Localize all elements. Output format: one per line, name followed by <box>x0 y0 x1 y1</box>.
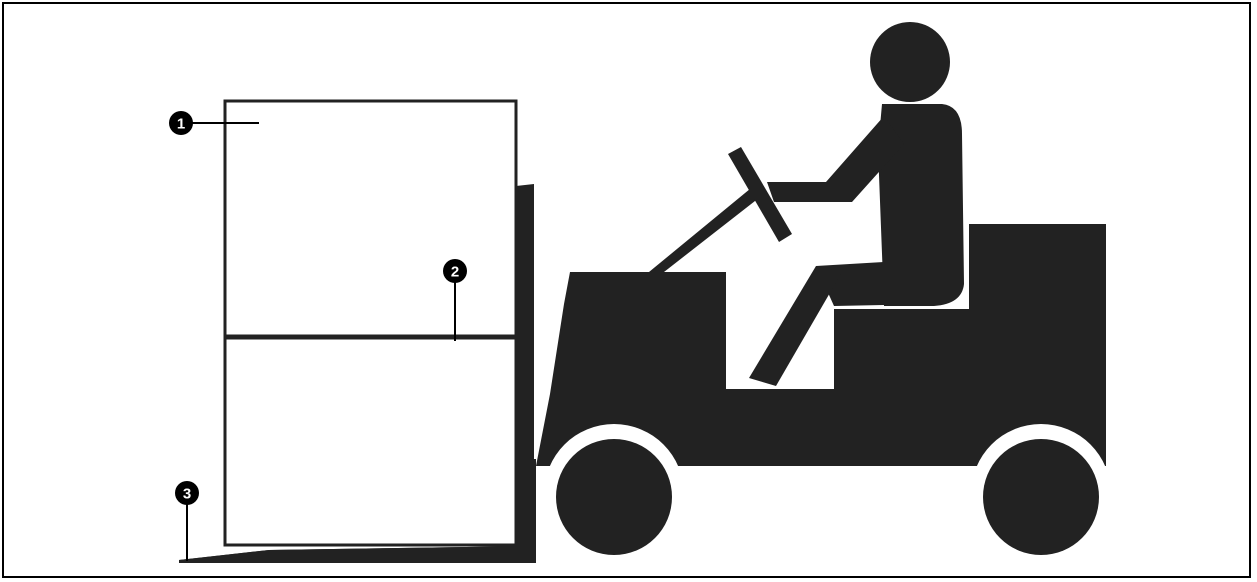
callout-3-label: 3 <box>183 486 191 503</box>
driver-head <box>870 22 950 102</box>
driver-leg <box>749 266 842 386</box>
forklift-forks-front <box>179 546 534 563</box>
rear-wheel <box>983 439 1099 555</box>
load-boxes <box>225 101 516 545</box>
steering-column <box>649 184 764 272</box>
callout-2-label: 2 <box>451 264 459 281</box>
callout-3: 3 <box>175 481 199 561</box>
load-box-lower <box>225 338 516 545</box>
load-box-upper <box>225 101 516 336</box>
forklift-diagram: 1 2 3 <box>4 4 1251 578</box>
front-wheel <box>556 439 672 555</box>
forklift-mast <box>516 184 534 466</box>
callout-1-label: 1 <box>177 116 185 133</box>
